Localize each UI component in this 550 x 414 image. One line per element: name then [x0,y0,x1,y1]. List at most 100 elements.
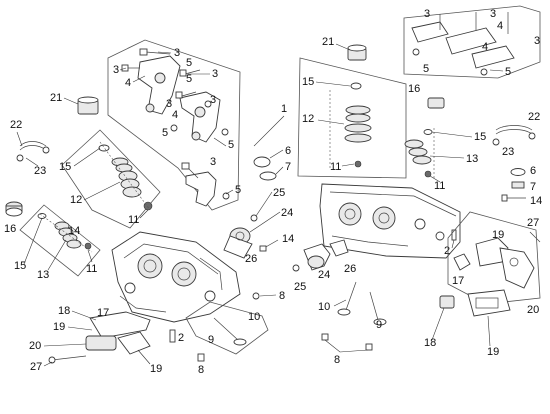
dowel-pin-left [169,329,176,343]
valve-spring-set-lower [37,213,93,253]
callout-19: 19 [150,363,162,375]
callout-25: 25 [294,281,306,293]
callout-5: 5 [235,184,241,196]
callout-14: 14 [282,233,294,245]
callout-25: 25 [273,187,285,199]
oil-pipe-right [492,125,536,146]
valve-spring-set-right [329,82,372,170]
plug-bolt [252,292,260,300]
callout-9: 9 [376,319,382,331]
callout-3: 3 [534,35,540,47]
callout-5: 5 [162,127,168,139]
plug-bolt-lower [197,353,205,362]
seal-ring-left [253,156,277,181]
sensor-bracket-right [453,237,535,289]
callout-20: 20 [527,304,539,316]
callout-8: 8 [198,364,204,376]
callout-4: 4 [482,41,488,53]
stud-bolt-right [501,194,526,202]
rocker-arm-upper [137,55,181,115]
callout-17: 17 [452,275,464,287]
callout-4: 4 [497,20,503,32]
callout-11: 11 [128,214,139,226]
callout-24: 24 [318,269,330,281]
callout-19: 19 [487,346,499,358]
callout-20: 20 [29,340,41,352]
callout-2: 2 [178,332,184,344]
callout-26: 26 [245,253,257,265]
callout-10: 10 [318,301,330,313]
callout-27: 27 [30,361,42,373]
callout-17: 17 [97,307,109,319]
rocker-arm-small [181,162,230,207]
callout-9: 9 [208,334,214,346]
callout-15: 15 [474,131,486,143]
sensor-group-frame-right [447,211,541,305]
callout-21: 21 [322,36,334,48]
callout-11: 11 [330,161,341,173]
callout-16: 16 [408,83,420,95]
callout-2: 2 [444,245,450,257]
callout-15: 15 [302,76,314,88]
callout-6: 6 [530,165,536,177]
callout-12: 12 [70,194,82,206]
cylinder-head-right [319,183,461,259]
screw-right [529,231,541,243]
stud-bolt-left [259,239,279,252]
valve-group-frame [61,129,161,229]
callout-15: 15 [14,260,26,272]
callout-7: 7 [530,181,536,193]
callout-24: 24 [281,207,293,219]
callout-3: 3 [113,64,119,76]
callout-5: 5 [186,73,192,85]
callout-3: 3 [212,68,218,80]
callout-4: 4 [172,109,178,121]
callout-3: 3 [174,47,180,59]
rocker-group-frame-right [403,5,541,79]
throttle-body-right [292,239,349,272]
callout-16: 16 [4,223,16,235]
callout-3: 3 [210,156,216,168]
callout-3: 3 [424,8,430,20]
callout-23: 23 [34,165,46,177]
sensor-bracket-left [48,311,151,364]
callout-18: 18 [58,305,70,317]
callout-18: 18 [424,337,436,349]
callout-22: 22 [528,111,540,123]
callout-19: 19 [53,321,65,333]
callout-3: 3 [210,94,216,106]
callout-19: 19 [492,229,504,241]
callout-1: 1 [281,103,287,115]
callout-3: 3 [166,98,172,110]
callout-26: 26 [344,263,356,275]
callout-10: 10 [248,311,260,323]
valve-intake-left [213,317,247,346]
rocker-bolts [121,48,229,136]
valve-group-frame [19,204,101,277]
callout-5: 5 [186,57,192,69]
shim-cup-right [427,97,445,109]
callout-13: 13 [466,153,478,165]
oil-pipe-left [16,141,50,162]
callout-27: 27 [527,217,539,229]
rocker-group-frame [107,39,241,211]
callout-12: 12 [302,113,314,125]
callout-5: 5 [228,139,234,151]
seal-ring-right [510,168,526,189]
valve-spring-set-upper [98,141,153,211]
valve-exhaust-right [337,281,387,326]
cylinder-head-left [111,231,241,323]
callout-3: 3 [490,8,496,20]
connector-right [439,289,511,317]
callout-14: 14 [530,195,542,207]
callout-14: 14 [68,225,80,237]
callout-15: 15 [59,161,71,173]
callout-22: 22 [10,119,22,131]
tappet-bucket-left [77,96,99,115]
callout-8: 8 [334,354,340,366]
throttle-body-left [223,214,258,259]
valve-spring-set-right-2 [404,128,435,180]
callout-11: 11 [86,263,97,275]
callout-4: 4 [125,77,131,89]
